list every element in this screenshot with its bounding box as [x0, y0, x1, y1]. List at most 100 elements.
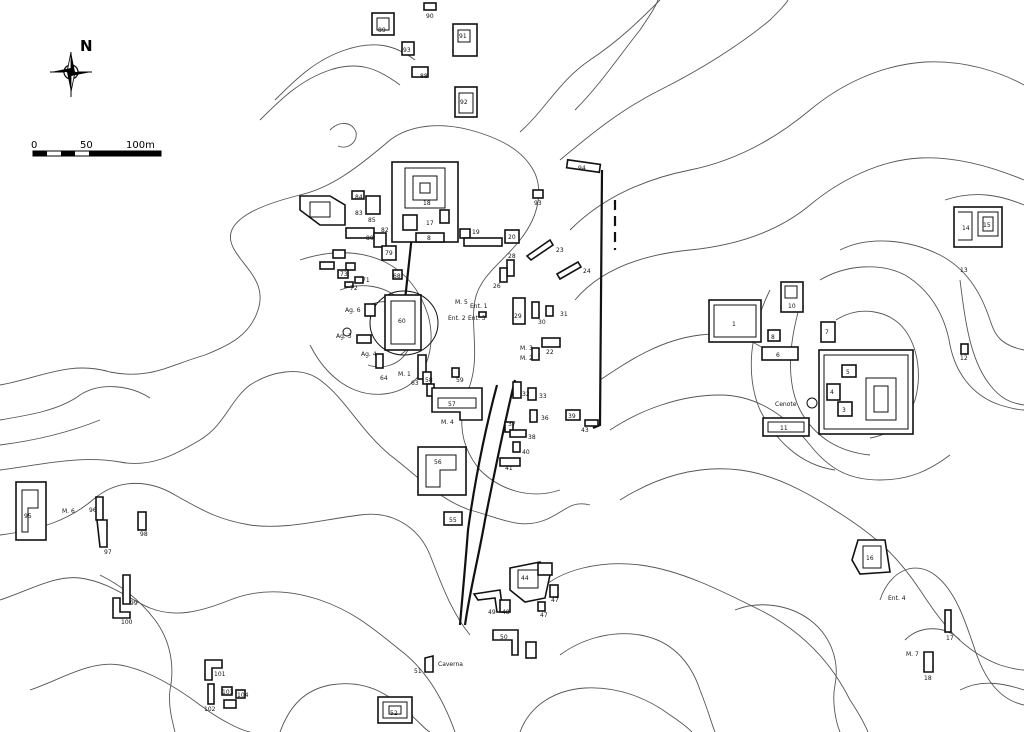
label-96: 98: [140, 531, 148, 538]
label-87: 89: [378, 27, 386, 34]
structure-24b: [531, 347, 540, 361]
label-28: 24: [583, 268, 591, 275]
structure-8e: [767, 329, 781, 342]
structure-55: [443, 511, 463, 526]
structure-56: [417, 446, 467, 496]
annotation-ent3: Ent. 3: [468, 315, 486, 322]
structure-22: [459, 228, 471, 239]
scale-label-50: 50: [80, 140, 93, 151]
label-99: 101: [214, 671, 226, 678]
structure-78: [381, 245, 397, 261]
structure-5: [841, 364, 857, 378]
structure-43: [512, 441, 521, 453]
structure-labels: 89 90 91 93 88 92 94 18 17 8 19 20 23 24…: [24, 13, 991, 717]
label-12: 12: [960, 355, 968, 362]
structure-23: [504, 229, 520, 244]
structure-96: [137, 511, 147, 531]
label-43: 40: [522, 449, 530, 456]
label-8: 8: [427, 235, 431, 242]
structure-52b: [525, 641, 537, 659]
label-63: 63: [411, 380, 419, 387]
structure-62: [356, 334, 372, 344]
label-13: 13: [960, 267, 968, 274]
structure-73: [337, 269, 349, 279]
structure-54: [377, 696, 413, 724]
structure-45: [537, 562, 553, 576]
structure-101: [221, 686, 233, 696]
structure-51: [472, 589, 504, 613]
label-41: 39: [568, 413, 576, 420]
label-39: 37: [508, 421, 516, 428]
structure-50: [499, 599, 511, 613]
label-91: 93: [403, 47, 411, 54]
structure-33: [545, 305, 554, 317]
label-60: 60: [398, 318, 406, 325]
annotation-ag6: Ag. 6: [345, 307, 361, 314]
label-92: 94: [578, 165, 586, 172]
structure-57: [431, 387, 483, 421]
annotation-cenote: Cenote: [775, 401, 797, 408]
label-59: 59: [456, 377, 464, 384]
structure-26: [525, 238, 555, 262]
label-36: 32: [522, 391, 530, 398]
label-4: 4: [830, 389, 834, 396]
label-37: 33: [539, 393, 547, 400]
structure-44: [499, 457, 521, 467]
label-73: 73: [340, 271, 348, 278]
label-83: 84: [355, 194, 363, 201]
label-11: 11: [780, 425, 788, 432]
label-80: 82: [381, 227, 389, 234]
annotation-m5: M. 5: [455, 299, 468, 306]
label-58: 58: [425, 377, 433, 384]
label-50: 48: [502, 609, 510, 616]
label-85: 88: [420, 73, 428, 80]
structure-100: [207, 683, 215, 705]
label-10: 10: [788, 303, 796, 310]
structure-8: [415, 232, 445, 243]
structure-22b: [463, 237, 503, 247]
label-53: 51: [414, 668, 422, 675]
structure-91: [401, 41, 415, 56]
structure-52: [492, 629, 519, 656]
structure-37: [527, 387, 537, 401]
structure-40: [509, 429, 527, 438]
label-72: 72: [350, 285, 358, 292]
structure-85: [411, 66, 429, 78]
label-100: 102: [204, 706, 216, 713]
structure-28: [555, 260, 583, 281]
structure-38: [529, 409, 538, 423]
structure-48: [549, 584, 559, 598]
annotation-m3: M. 3: [520, 345, 533, 352]
label-23: 20: [508, 234, 516, 241]
label-20: 18: [423, 200, 431, 207]
annotation-ent2: Ent. 2: [448, 315, 466, 322]
label-56: 56: [434, 459, 442, 466]
label-101: 103: [222, 689, 234, 696]
structure-91b: [532, 189, 544, 199]
annotation-m6: M. 6: [62, 508, 75, 515]
structure-92: [565, 158, 602, 174]
label-18: 18: [924, 675, 932, 682]
label-102: 104: [237, 692, 249, 699]
structure-32: [531, 301, 540, 319]
wall-lines: [403, 169, 617, 626]
annotation-caverna: Caverna: [438, 661, 463, 668]
label-51: 49: [488, 609, 496, 616]
label-97: 99: [130, 600, 138, 607]
label-95: 97: [104, 549, 112, 556]
scale-label-100m: 100m: [126, 140, 155, 151]
label-57: 57: [448, 401, 456, 408]
label-47b: 44: [521, 575, 529, 582]
structure-59: [451, 367, 460, 378]
structure-89: [452, 23, 478, 57]
annotation-m2: M. 2: [520, 355, 533, 362]
label-17: 17: [946, 635, 954, 642]
annotation-m4: M. 4: [441, 419, 454, 426]
structure-104: [478, 311, 487, 318]
structure-7: [761, 346, 799, 361]
structure-84: [365, 195, 381, 215]
label-29: 26: [493, 283, 501, 290]
structure-1: [708, 299, 762, 343]
label-24: 22: [546, 349, 554, 356]
